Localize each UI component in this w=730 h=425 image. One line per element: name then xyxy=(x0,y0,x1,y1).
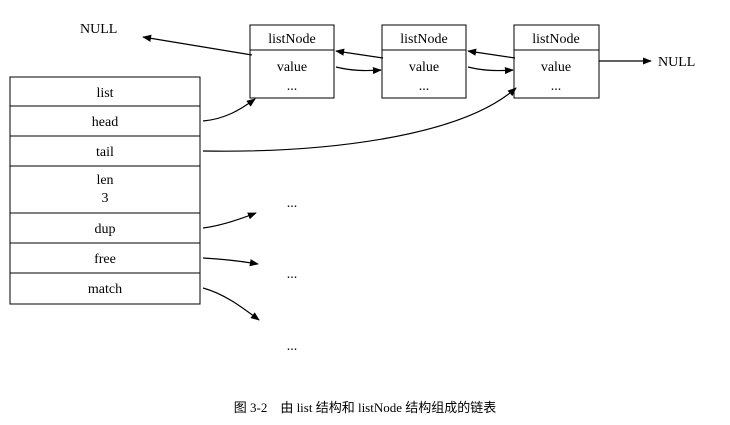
edge-node2-prev xyxy=(335,48,384,59)
edge-free-pointer xyxy=(202,257,259,267)
list-node-1-box xyxy=(249,24,335,99)
edge-node2-next xyxy=(467,66,514,75)
field-match: match xyxy=(88,282,122,297)
field-head: head xyxy=(92,115,118,130)
list-node-3-title: listNode xyxy=(532,32,579,47)
figure-caption: 图 3-2 由 list 结构和 listNode 结构组成的链表 xyxy=(234,400,497,415)
list-node-2-value: value xyxy=(409,60,439,75)
field-len-value: 3 xyxy=(102,191,109,206)
field-len: len xyxy=(96,173,113,188)
field-dup: dup xyxy=(95,222,116,237)
list-node-3-value: value xyxy=(541,60,571,75)
list-node-2-box xyxy=(381,24,467,99)
list-node-2: listNode value ... xyxy=(381,24,467,99)
list-node-2-title: listNode xyxy=(400,32,447,47)
free-target-ellipsis: ... xyxy=(287,267,298,282)
list-title: list xyxy=(96,86,113,101)
field-tail: tail xyxy=(96,145,114,160)
list-node-1-value: value xyxy=(277,60,307,75)
edge-tail-pointer xyxy=(202,87,517,152)
list-node-1-title: listNode xyxy=(268,32,315,47)
edge-node1-next xyxy=(335,66,382,75)
list-node-3-ellipsis: ... xyxy=(551,79,562,94)
edge-head-pointer xyxy=(202,98,256,122)
field-free: free xyxy=(94,252,116,267)
list-node-1-ellipsis: ... xyxy=(287,79,298,94)
list-node-1: listNode value ... xyxy=(249,24,335,99)
edge-dup-pointer xyxy=(202,212,257,229)
match-target-ellipsis: ... xyxy=(287,339,298,354)
edge-node1-prev-null xyxy=(142,34,253,56)
null-label-right: NULL xyxy=(658,55,695,70)
list-struct-box xyxy=(9,76,201,305)
list-node-2-ellipsis: ... xyxy=(419,79,430,94)
edge-node3-prev xyxy=(467,48,516,59)
null-label-left: NULL xyxy=(80,22,117,37)
list-node-3: listNode value ... xyxy=(513,24,600,99)
list-struct: list head tail len 3 dup free match xyxy=(9,76,201,305)
dup-target-ellipsis: ... xyxy=(287,196,298,211)
edge-match-pointer xyxy=(202,287,260,321)
